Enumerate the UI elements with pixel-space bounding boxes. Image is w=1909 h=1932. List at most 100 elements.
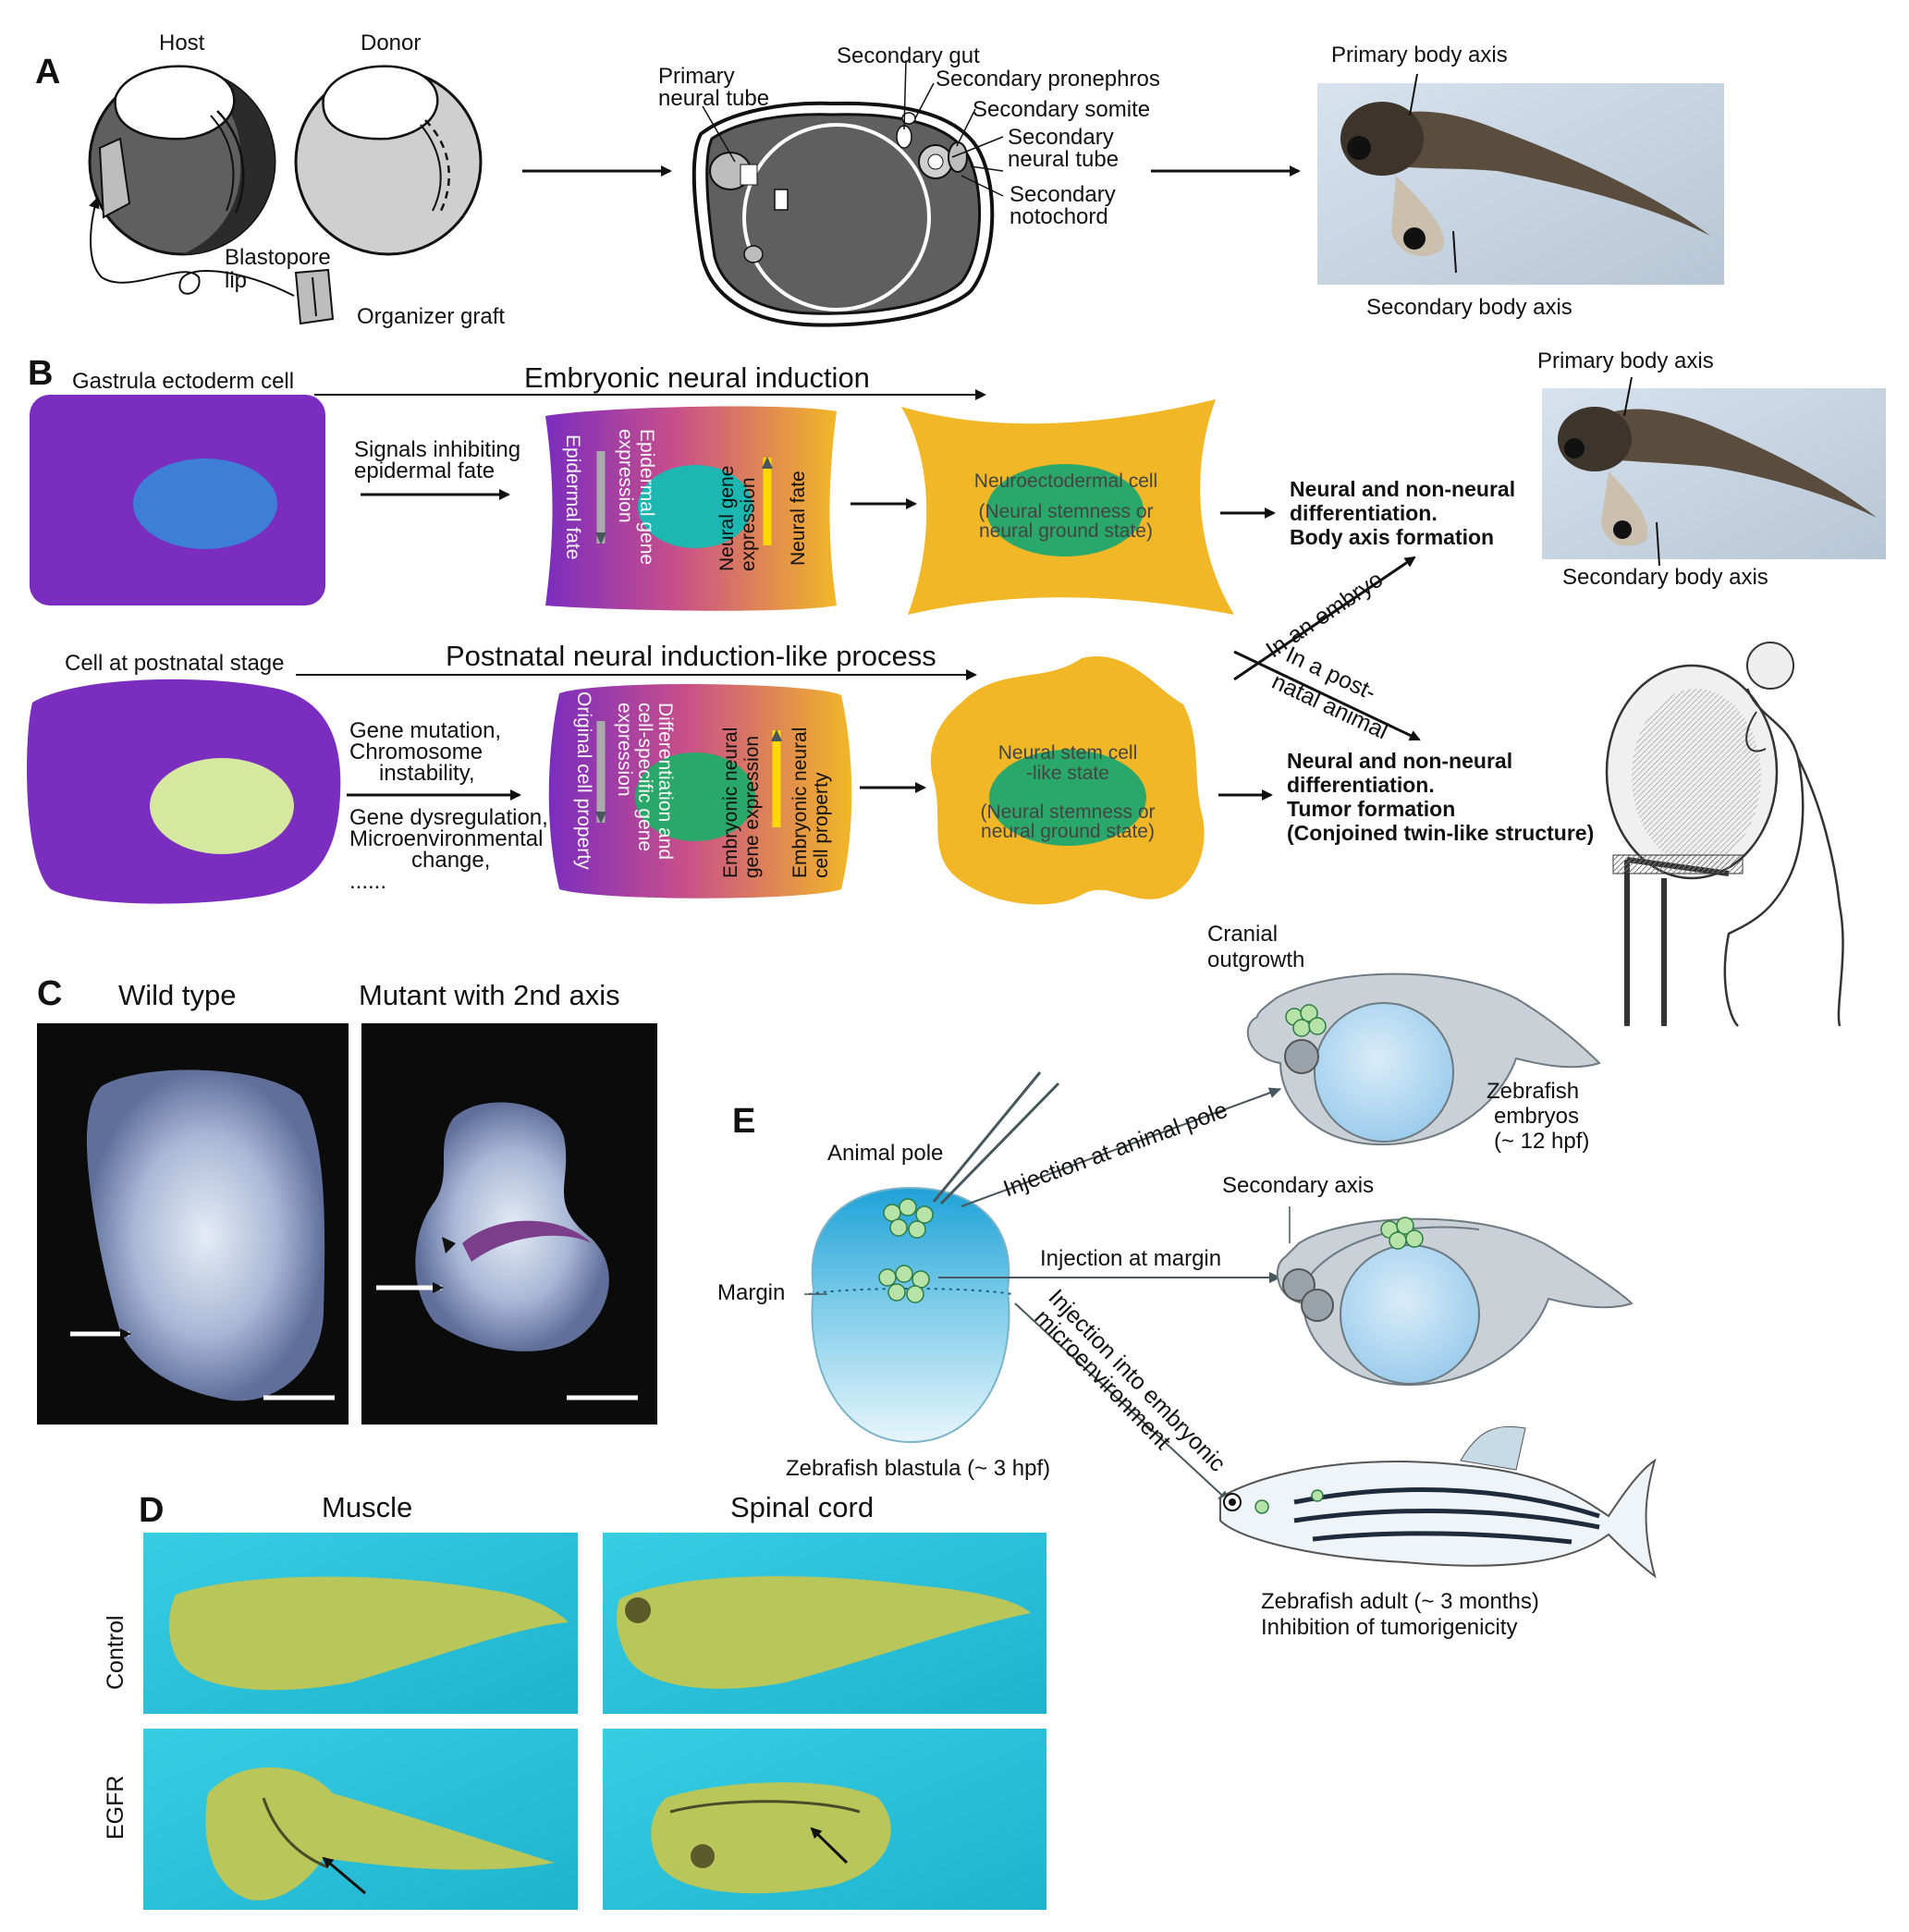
adult-label-1: Zebrafish adult (~ 3 months) [1261, 1589, 1539, 1614]
outcome-1-line-1: Neural and non-neural [1290, 477, 1516, 501]
margin-label: Margin [717, 1280, 786, 1305]
postnatal-neural-induction-label: Postnatal neural induction-like process [446, 640, 936, 672]
stem-cell-label-1: Neural stem cell [997, 742, 1138, 764]
outcome-2-line-1: Neural and non-neural [1287, 749, 1513, 773]
photo-tadpole-double-axis-b [1542, 376, 1886, 567]
adult-label-2: Inhibition of tumorigenicity [1261, 1615, 1518, 1640]
secondary-somite-label: Secondary somite [973, 97, 1151, 122]
primary-neural-tube-label-1: Primary [658, 64, 735, 89]
cause-2: Chromosome [349, 740, 483, 764]
blastopore-lip-label-1: Blastopore [225, 245, 331, 270]
epidermal-gene-expression-1: Epidermal gene [636, 429, 657, 566]
original-cell-property-label: Original cell property [573, 691, 594, 870]
panel-label-b: B [28, 354, 54, 393]
outcome-1-line-3: Body axis formation [1290, 525, 1495, 549]
host-label: Host [159, 31, 205, 55]
primary-body-axis-b-label: Primary body axis [1537, 348, 1714, 373]
panel-label-d: D [139, 1491, 165, 1530]
embryos-label-3: (~ 12 hpf) [1494, 1129, 1590, 1154]
blastula-label: Zebrafish blastula (~ 3 hpf) [786, 1456, 1051, 1481]
panel-label-c: C [37, 974, 63, 1013]
wild-type-label: Wild type [118, 979, 237, 1011]
secondary-neural-tube-label-1: Secondary [1008, 125, 1114, 150]
signals-label-1: Signals inhibiting [354, 437, 521, 462]
stem-cell-label-3: (Neural stemness or [980, 801, 1156, 823]
secondary-gut-label: Secondary gut [837, 43, 980, 68]
secondary-notochord-label-2: notochord [1010, 204, 1108, 229]
neural-gene-expression-2: expression [738, 477, 759, 571]
injection-margin-label: Injection at margin [1040, 1246, 1222, 1271]
panel-label-a: A [35, 53, 61, 92]
photo-control-muscle [143, 1533, 578, 1714]
green-nucleus-1 [986, 464, 1144, 556]
panel-a-cross-section [691, 59, 1004, 327]
panel-a-host-embryo [88, 65, 276, 256]
photo-control-spinal [603, 1533, 1046, 1714]
panel-label-e: E [732, 1102, 756, 1141]
cranial-label-2: outgrowth [1207, 948, 1305, 972]
secondary-axis-label: Secondary axis [1222, 1173, 1375, 1198]
neuroectodermal-cell-label: Neuroectodermal cell [973, 471, 1158, 492]
green-nucleus-2 [635, 752, 755, 841]
epidermal-fate-label: Epidermal fate [562, 434, 583, 560]
secondary-body-axis-a-label: Secondary body axis [1366, 295, 1572, 320]
organizer-graft-piece [89, 197, 335, 325]
blastopore-lip-label-2: lip [225, 268, 248, 293]
primary-neural-tube-label-2: neural tube [658, 86, 770, 111]
secondary-notochord-label-1: Secondary [1010, 182, 1116, 207]
postnatal-cell-label: Cell at postnatal stage [65, 651, 285, 676]
secondary-pronephros-label: Secondary pronephros [936, 67, 1160, 92]
embryonic-neural-gene-2: gene expression [741, 735, 763, 878]
teal-nucleus [638, 465, 753, 548]
arrow-animal-pole [961, 1087, 1281, 1207]
cause-1: Gene mutation, [349, 718, 502, 743]
green-nucleus-3 [989, 750, 1146, 846]
photo-egfr-spinal [603, 1729, 1046, 1910]
photo-mutant-second-axis [361, 1023, 657, 1425]
embryonic-neural-gene-1: Embryonic neural [720, 727, 741, 878]
differentiation-label-1: Differentiation and [655, 703, 676, 861]
photo-wild-type [37, 1023, 349, 1425]
cause-7: ...... [349, 869, 387, 894]
neural-fate-label: Neural fate [788, 471, 809, 566]
pale-nucleus [150, 758, 294, 854]
outcome-1-line-2: differentiation. [1290, 501, 1438, 525]
neuroectodermal-stemness-1: (Neural stemness or [978, 501, 1154, 522]
zebrafish-blastula [804, 1071, 1060, 1444]
embryonic-neural-cell-1: Embryonic neural [789, 727, 811, 878]
egfr-label: EGFR [103, 1775, 128, 1840]
arrow-in-embryo [1233, 556, 1416, 681]
neuroectodermal-stemness-2: neural ground state) [979, 520, 1153, 542]
cause-5: Microenvironmental [349, 826, 544, 851]
spinal-cord-label: Spinal cord [730, 1491, 875, 1523]
embryonic-neural-cell-2: cell property [811, 772, 832, 878]
mutant-label: Mutant with 2nd axis [359, 979, 620, 1011]
stem-cell-label-2: -like state [1026, 763, 1109, 784]
zebrafish-embryo-cranial [1246, 972, 1601, 1146]
outcome-2-line-3: Tumor formation [1287, 797, 1456, 821]
gastrula-ectoderm-cell-label: Gastrula ectoderm cell [72, 369, 295, 394]
arrow-microenvironment [1014, 1302, 1230, 1503]
cause-6: change, [411, 848, 491, 873]
photo-tadpole-double-axis-a [1317, 73, 1724, 285]
primary-body-axis-a-label: Primary body axis [1331, 43, 1508, 67]
photo-egfr-muscle [143, 1729, 578, 1910]
cause-3: instability, [379, 761, 475, 786]
outcome-2-line-4: (Conjoined twin-like structure) [1287, 821, 1595, 845]
zebrafish-embryo-secondary-axis [1276, 1206, 1634, 1387]
zebrafish-adult [1219, 1425, 1657, 1579]
differentiation-label-2: cell-specific gene [634, 703, 655, 852]
embryos-label-2: embryos [1494, 1104, 1580, 1129]
signals-label-2: epidermal fate [354, 459, 496, 483]
cranial-label-1: Cranial [1207, 922, 1279, 947]
embryos-label-1: Zebrafish [1487, 1079, 1580, 1104]
secondary-body-axis-b-label: Secondary body axis [1562, 565, 1768, 590]
neural-gene-expression-1: Neural gene [716, 465, 738, 571]
outcome-2-line-2: differentiation. [1287, 773, 1435, 797]
blue-nucleus [133, 459, 277, 549]
stem-cell-label-4: neural ground state) [981, 821, 1155, 842]
panel-a-donor-embryo [294, 65, 483, 256]
engraving-conjoined-twin [1604, 638, 1881, 1035]
animal-pole-label: Animal pole [827, 1141, 944, 1166]
